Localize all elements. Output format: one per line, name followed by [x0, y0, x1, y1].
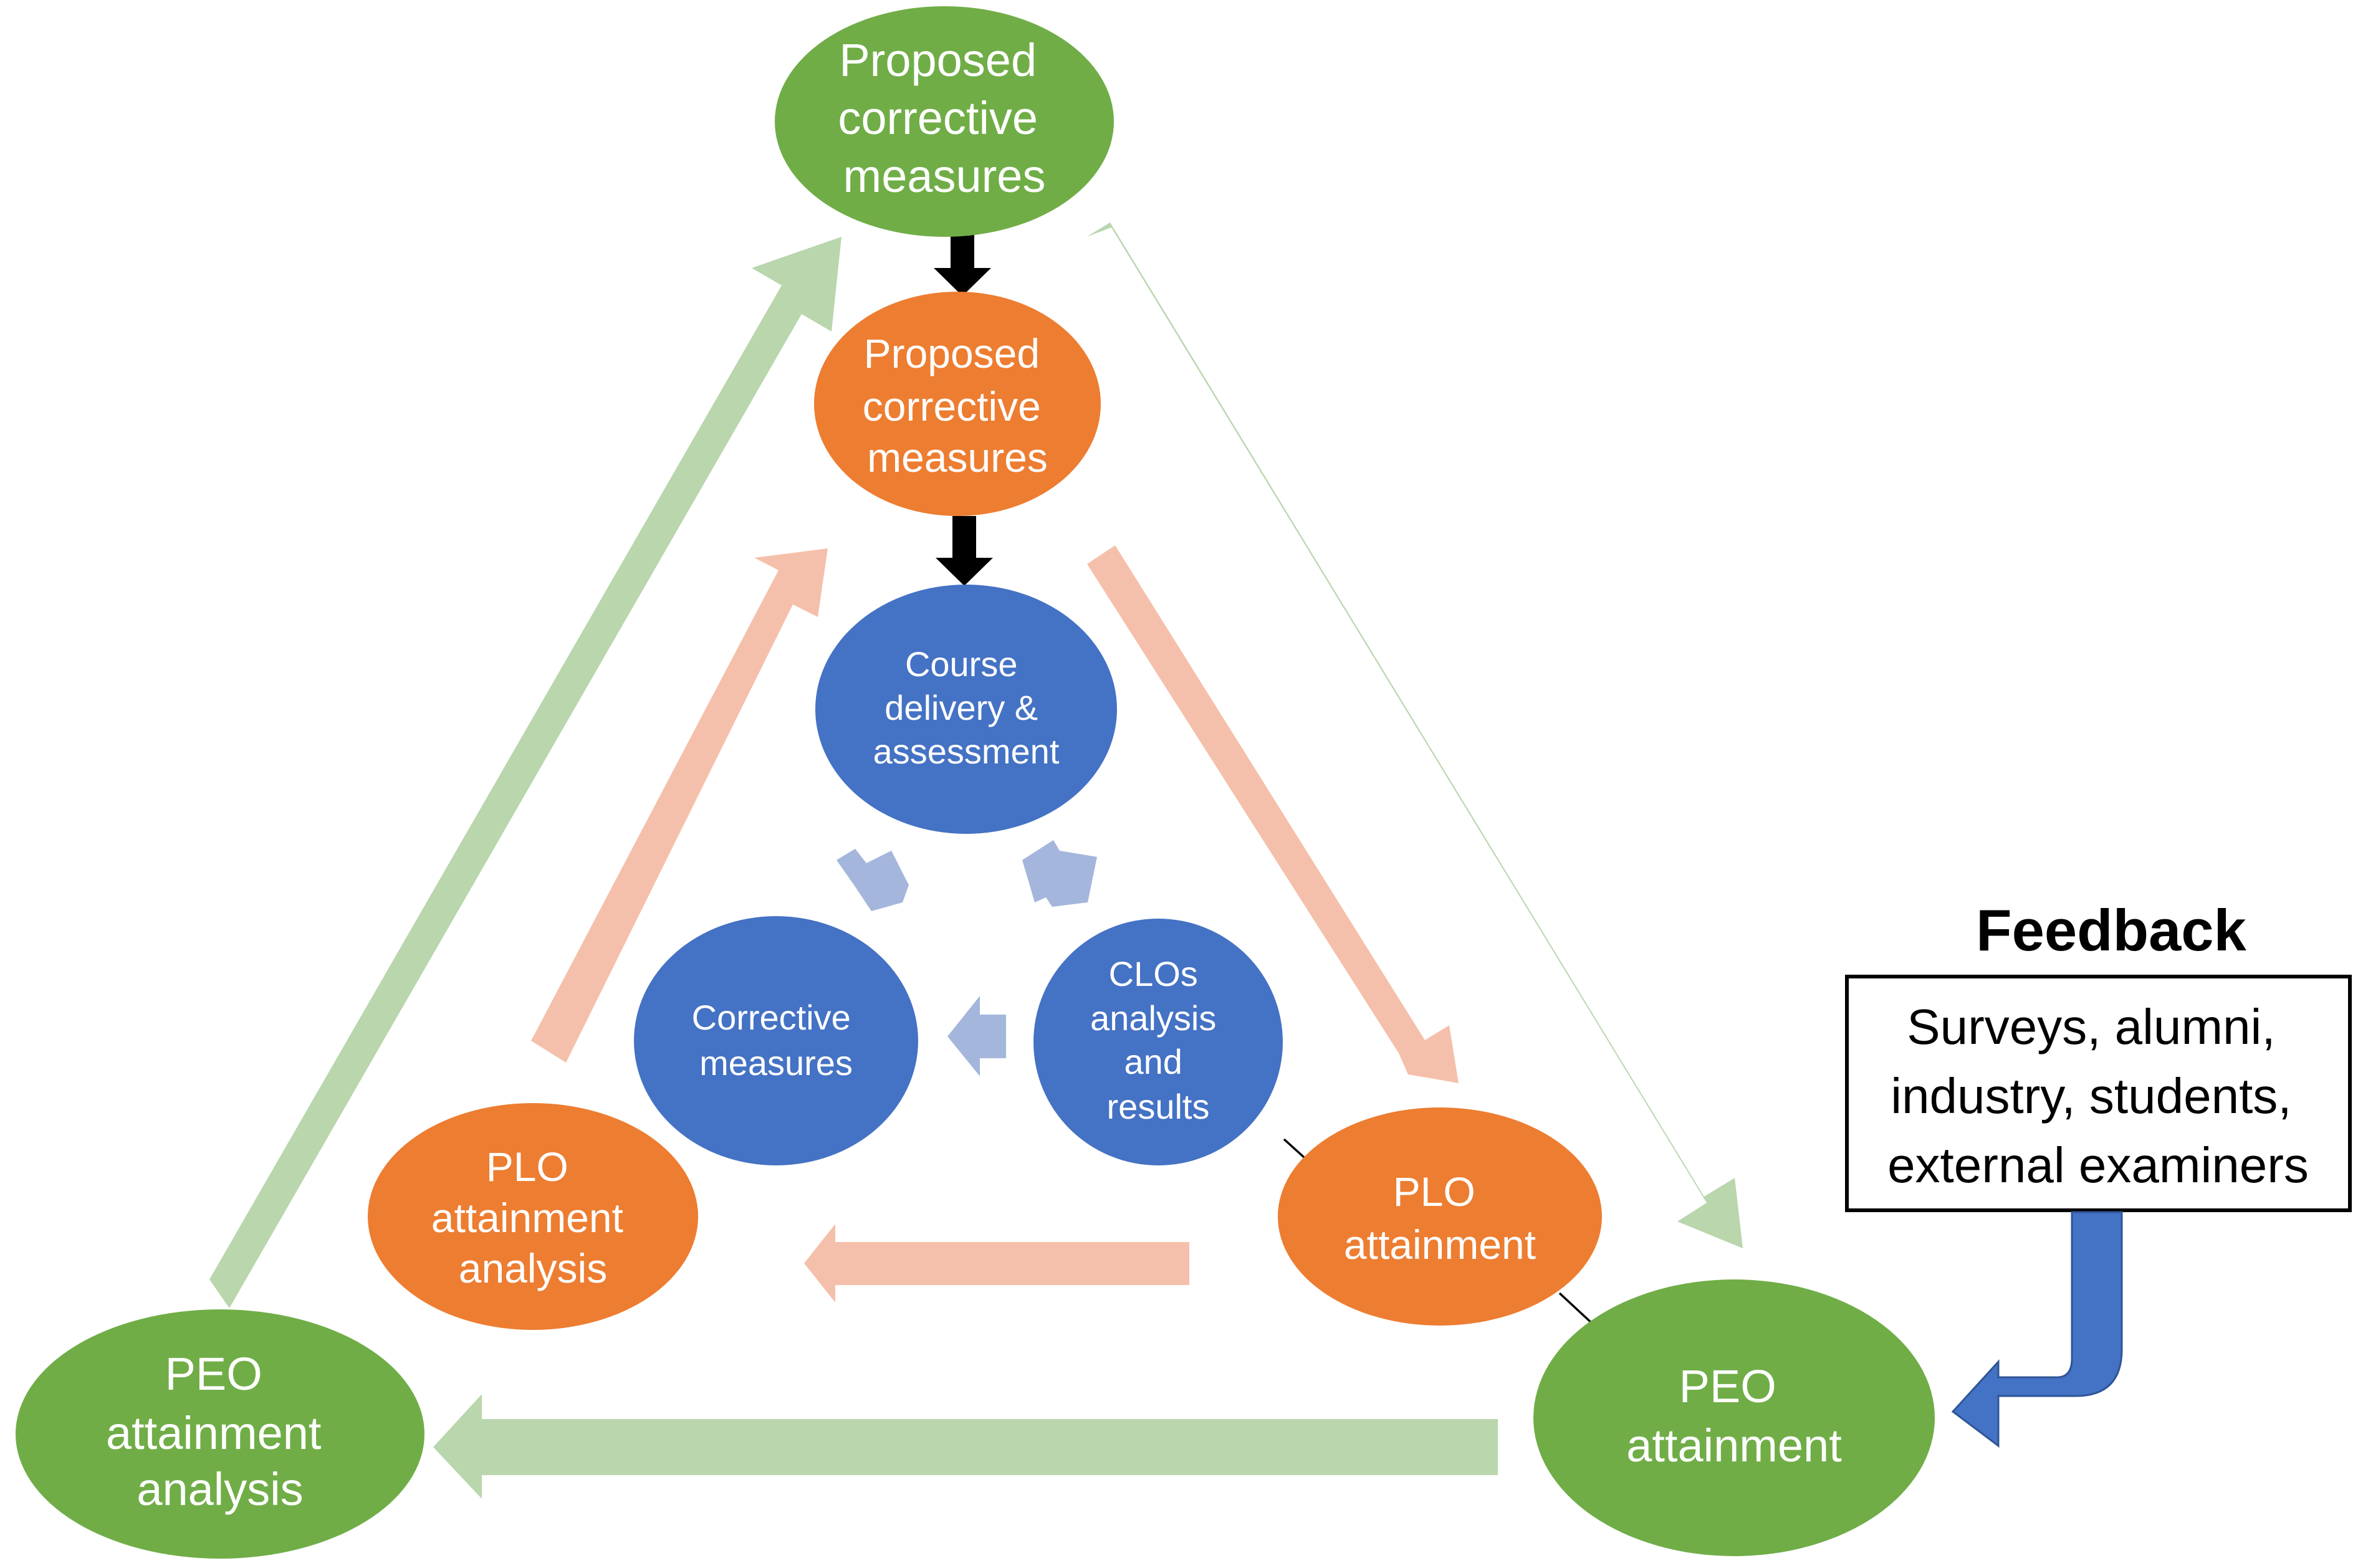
node-corrective-measures-label: Corrective measures — [692, 998, 861, 1083]
feedback-box-text: Surveys, alumni, industry, students, ext… — [1887, 999, 2309, 1193]
black-arrow-middle — [936, 516, 993, 586]
node-peo-attainment-analysis-label: PEO attainment analysis — [106, 1348, 334, 1515]
node-plo-attainment-label: PLO attainment — [1344, 1169, 1536, 1268]
node-clos-analysis: CLOs analysis and results — [1033, 919, 1283, 1165]
node-top-green: Proposed corrective measures — [775, 6, 1114, 237]
node-peo-attainment-analysis: PEO attainment analysis — [16, 1309, 424, 1559]
node-peo-attainment: PEO attainment — [1533, 1279, 1935, 1556]
node-course-delivery: Course delivery & assessment — [815, 585, 1117, 834]
feedback-arrow — [1951, 1211, 2123, 1448]
node-corrective-measures: Corrective measures — [634, 916, 918, 1165]
node-top-orange-label: Proposed corrective measures — [863, 330, 1052, 480]
green-arrow-bottom-left — [433, 1394, 1498, 1499]
blue-arrow-top-left — [836, 849, 909, 911]
black-arrow-top — [934, 224, 991, 296]
node-top-green-label: Proposed corrective measures — [838, 34, 1050, 202]
green-arrow-right-down — [1086, 222, 1743, 1248]
node-plo-attainment-analysis: PLO attainment analysis — [368, 1103, 698, 1330]
node-clos-analysis-label: CLOs analysis and results — [1090, 954, 1226, 1126]
node-plo-attainment: PLO attainment — [1278, 1107, 1602, 1326]
node-course-delivery-label: Course delivery & assessment — [873, 644, 1060, 771]
orange-arrow-bottom-left — [804, 1224, 1189, 1303]
orange-arrow-left-up — [531, 548, 828, 1063]
orange-arrow-right-down — [1087, 545, 1459, 1083]
blue-arrow-left — [947, 996, 1006, 1076]
green-arrow-left-up — [209, 237, 841, 1308]
node-peo-attainment-label: PEO attainment — [1626, 1360, 1842, 1471]
feedback-title: Feedback — [1976, 897, 2246, 963]
feedback-box — [1845, 975, 2352, 1212]
node-plo-attainment-analysis-label: PLO attainment analysis — [431, 1144, 635, 1291]
node-top-orange: Proposed corrective measures — [814, 292, 1101, 516]
blue-arrow-top-right — [1022, 840, 1097, 907]
